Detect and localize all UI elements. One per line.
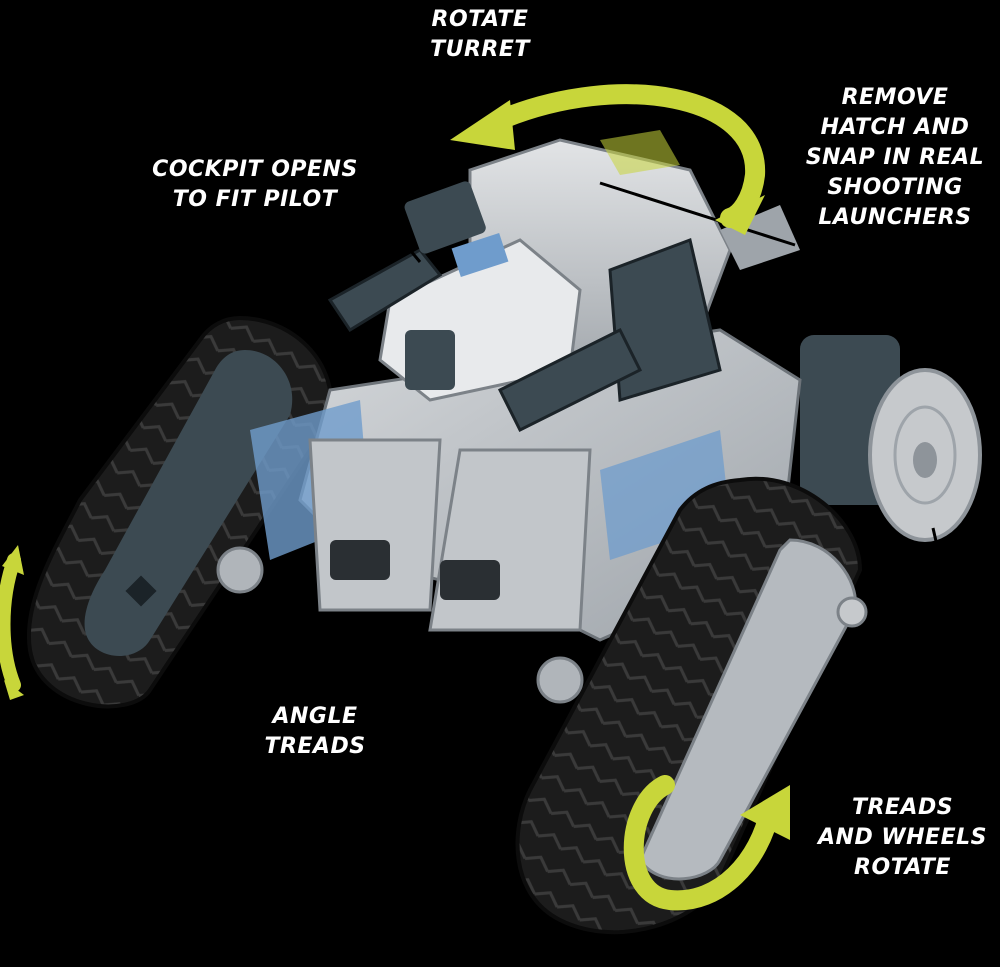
callout-line: ANGLE <box>272 704 358 729</box>
curved-rotate-arrow-icon <box>623 775 780 911</box>
callout-line: LAUNCHERS <box>818 205 972 230</box>
curved-rotate-arrow-icon <box>490 84 766 228</box>
callout-line: COCKPIT OPENS <box>152 157 358 182</box>
callout-angle-treads: ANGLE TREADS <box>240 702 390 762</box>
callout-line: ROTATE <box>854 855 951 880</box>
turret-arrow-head-left <box>450 100 515 150</box>
callout-line: TREADS <box>264 734 366 759</box>
tread-arrow-head <box>740 785 790 840</box>
turret <box>327 130 800 433</box>
right-tread <box>515 476 868 935</box>
callout-line: TURRET <box>430 37 530 62</box>
angle-arrow-head-bottom <box>4 680 24 700</box>
right-wheel <box>800 335 982 542</box>
curved-angle-arrow-icon <box>0 553 21 692</box>
callout-line: TO FIT PILOT <box>172 187 338 212</box>
callout-line: AND WHEELS <box>818 825 987 850</box>
callout-cockpit: COCKPIT OPENS TO FIT PILOT <box>130 155 380 215</box>
left-tread <box>26 315 334 709</box>
callout-hatch-launchers: REMOVE HATCH AND SNAP IN REAL SHOOTING L… <box>790 83 1000 233</box>
callout-line: ROTATE <box>431 7 529 32</box>
callout-line: SNAP IN REAL <box>805 145 985 170</box>
angle-arrow-head-top <box>2 545 24 575</box>
turret-arrow-head-right <box>715 195 765 235</box>
callout-line: REMOVE <box>841 85 949 110</box>
callout-line: SHOOTING <box>827 175 963 200</box>
callout-line: TREADS <box>851 795 954 820</box>
callout-treads-wheels: TREADS AND WHEELS ROTATE <box>805 793 1000 883</box>
callout-rotate-turret: ROTATE TURRET <box>400 5 560 65</box>
callout-line: HATCH AND <box>820 115 970 140</box>
